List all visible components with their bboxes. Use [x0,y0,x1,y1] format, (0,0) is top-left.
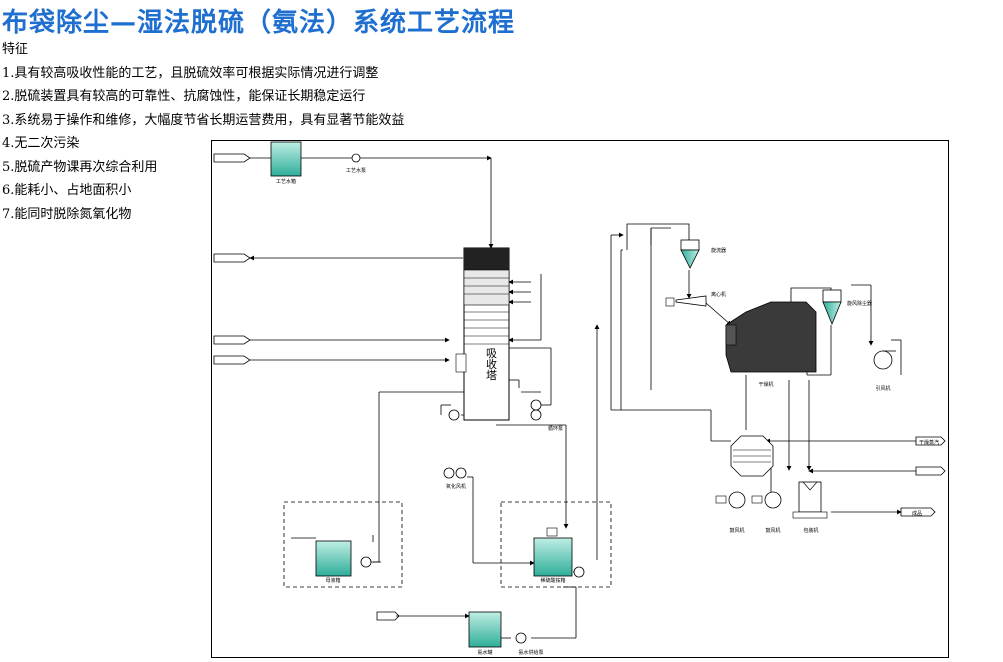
mother-liquor-pump-icon [360,556,372,568]
features-list: 特征 1.具有较高吸收性能的工艺，且脱硫效率可根据实际情况进行调整 2.脱硫装置… [2,38,404,226]
mother-liquor-tank [315,540,352,577]
oxid-fan-label: 氧化风机 [446,483,466,490]
steam-label: 干燥蒸汽 [919,439,939,446]
diagram-frame [211,140,949,658]
steam-heater-icon [730,435,774,477]
dryer-icon [725,301,817,373]
fan-label: 引风机 [875,385,890,392]
feature-item: 1.具有较高吸收性能的工艺，且脱硫效率可根据实际情况进行调整 [2,65,379,81]
tank-left-label: 母液箱 [325,577,340,584]
ammonia-pump-icon [515,632,527,644]
packer-icon [792,481,828,519]
feature-item: 2.脱硫装置具有较高的可靠性、抗腐蚀性，能保证长期稳定运行 [2,89,366,104]
inlet-marker [213,355,251,365]
page-title: 布袋除尘—湿法脱硫（氨法）系统工艺流程 [2,8,516,38]
mother-liquor-unit [283,501,403,588]
circulation-pump-icon [448,409,460,421]
cyclone2-label: 旋风除尘器 [847,300,872,307]
product-label: 成品 [912,510,922,517]
process-water-pump-icon [351,153,361,163]
slurry-pump-icon [573,566,585,578]
circ-pump-label: 循环泵 [548,425,563,432]
agitator-icon [546,527,558,537]
dust-cyclone-icon [822,289,842,326]
pump-bottom-label: 氨水供给泵 [518,649,543,656]
feature-item: 5.脱硫产物课再次综合利用 [2,159,158,175]
circulation-pump-icon [530,409,542,421]
inlet-marker [213,153,251,163]
fan-b-label: 鼓风机 [765,527,780,534]
induced-fan-icon [873,350,896,370]
feature-item: 3.系统易于操作和维修，大幅度节省长期运营费用，具有显著节能效益 [2,112,405,128]
outlet-marker [213,253,251,263]
centrifuge-icon [665,295,707,307]
cyclone1-label: 旋流器 [711,247,726,254]
inlet-marker [915,466,946,476]
features-heading: 特征 [2,42,29,57]
centrifuge-label: 离心机 [711,291,726,298]
ammonia-tank [468,611,502,648]
absorber-label: 吸收塔 [485,348,498,382]
steam-inlet-marker [915,436,946,446]
oxidation-fan-icon [443,467,467,479]
feature-item: 6.能耗小、占地面积小 [2,183,132,198]
dryer-label: 干燥机 [758,381,773,388]
packer-label: 包装机 [803,527,818,534]
fan-a-label: 鼓风机 [729,527,744,534]
blower-icon [751,491,782,509]
ammonia-inlet-marker [376,611,400,621]
hydrocyclone-icon [680,239,700,269]
tank-mid-label: 稀硫酸铵箱 [540,577,565,584]
product-outlet-marker [900,507,936,517]
feature-item: 4.无二次污染 [2,136,80,151]
inlet-marker [213,335,251,345]
blower-icon [715,491,746,509]
process-flow-diagram: 吸收塔 工艺水箱 工艺水泵 循环泵 氧化风机 母液箱 稀硫酸铵箱 氨水罐 氨水供… [211,140,949,658]
feature-item: 7.能同时脱除氮氧化物 [2,206,132,222]
absorber-tower: 吸收塔 [455,247,510,421]
process-water-tank [270,141,302,177]
tank-top-label: 工艺水箱 [276,178,296,185]
ammonium-sulfate-tank [533,537,573,577]
tank-bottom-label: 氨水罐 [477,649,492,656]
pump-top-label: 工艺水泵 [346,167,366,174]
circulation-pump-icon [530,399,542,411]
